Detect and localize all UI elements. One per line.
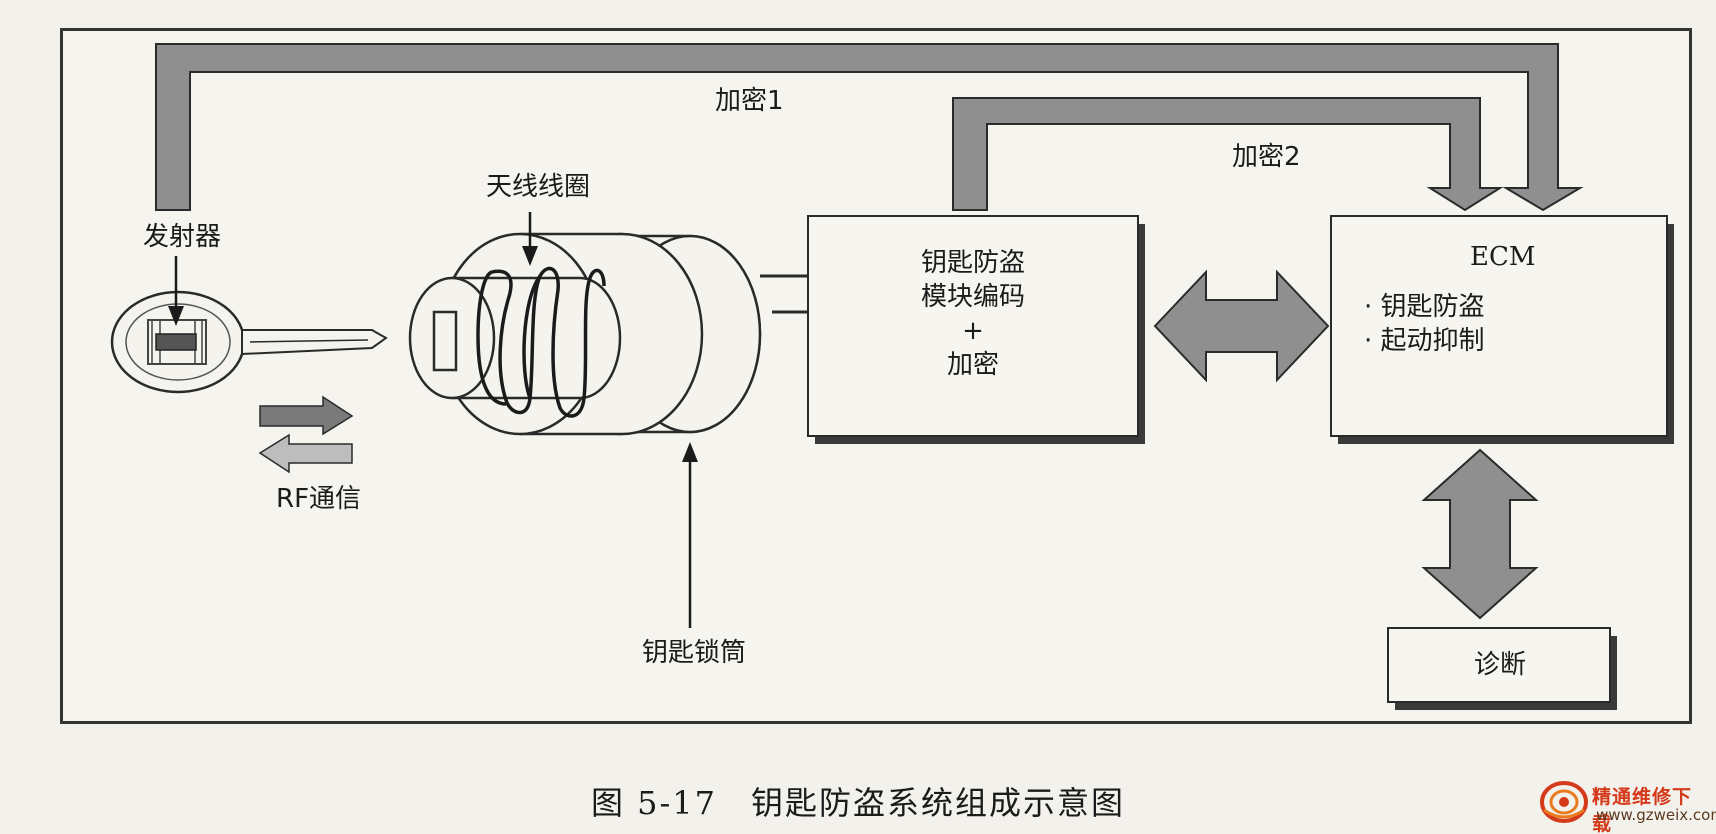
- watermark-url: www.gzweix.com: [1596, 806, 1716, 824]
- encryption1-channel: [155, 43, 1584, 212]
- diagnosis-label: 诊断: [1474, 650, 1527, 680]
- ecm-item-immobilizer: · 钥匙防盗: [1364, 292, 1485, 322]
- diagnosis-box: [1387, 627, 1617, 710]
- rf-arrows: [258, 395, 354, 474]
- encryption1-label: 加密1: [715, 86, 784, 116]
- immobilizer-module-line2: 模块编码: [920, 282, 1025, 312]
- antenna-coil-pointer-arrow: [522, 212, 538, 266]
- key-cylinder: [408, 232, 762, 436]
- transmitter-label: 发射器: [143, 222, 222, 252]
- ecm-box: [1330, 215, 1674, 444]
- key-cylinder-label: 钥匙锁筒: [642, 638, 747, 668]
- immobilizer-module-line4: 加密: [946, 350, 999, 380]
- key-transmitter: [110, 290, 388, 394]
- watermark-logo-icon: [1540, 781, 1588, 823]
- immobilizer-module-box: [807, 215, 1145, 444]
- watermark: 精通维修下载 www.gzweix.com: [1540, 778, 1716, 834]
- immobilizer-module-line1: 钥匙防盗: [920, 248, 1025, 278]
- ecm-item-start-inhibit: · 起动抑制: [1364, 326, 1485, 356]
- key-cylinder-pointer-arrow: [682, 442, 698, 628]
- module-ecm-bidirectional-arrow: [1153, 269, 1330, 383]
- antenna-coil-label: 天线线圈: [486, 172, 591, 202]
- encryption2-channel: [952, 97, 1504, 212]
- transmitter-pointer-arrow: [168, 256, 184, 326]
- watermark-title: 精通维修下载: [1592, 786, 1693, 834]
- encryption2-label: 加密2: [1232, 142, 1301, 172]
- immobilizer-module-text: 钥匙防盗 模块编码 + 加密: [808, 246, 1138, 382]
- rf-communication-label: RF通信: [276, 484, 362, 514]
- ecm-diagnosis-bidirectional-arrow: [1421, 448, 1539, 620]
- immobilizer-module-line3: +: [962, 316, 984, 346]
- figure-caption: 图 5-17 钥匙防盗系统组成示意图: [590, 784, 1126, 822]
- ecm-title: ECM: [1470, 242, 1536, 272]
